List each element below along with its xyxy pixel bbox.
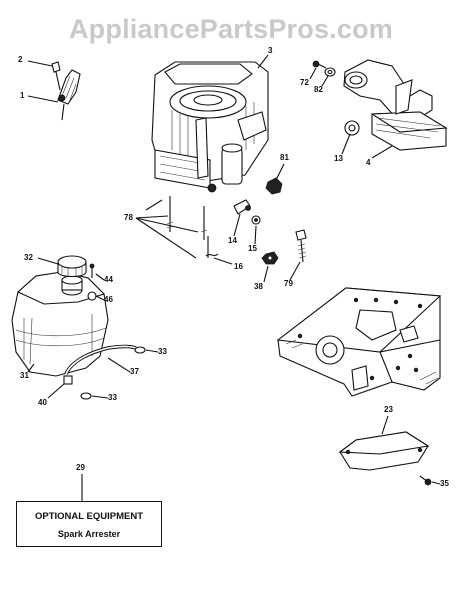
callout-72: 72 xyxy=(300,78,309,87)
callout-40: 40 xyxy=(38,398,47,407)
throttle-control-part xyxy=(51,61,81,121)
callout-33-upper: 33 xyxy=(158,347,167,356)
callout-29: 29 xyxy=(76,463,85,472)
nut-81-part xyxy=(265,177,283,195)
callout-35: 35 xyxy=(440,479,449,488)
leader-40 xyxy=(47,383,65,399)
leader-3 xyxy=(257,54,269,69)
filter-40-part xyxy=(63,375,73,385)
callout-31: 31 xyxy=(20,371,29,380)
leader-2 xyxy=(27,60,53,67)
leader-78c xyxy=(135,217,197,259)
callout-2: 2 xyxy=(18,55,23,64)
callout-23: 23 xyxy=(384,405,393,414)
leader-1 xyxy=(27,95,59,103)
leader-38 xyxy=(263,265,269,283)
leader-15 xyxy=(254,225,257,245)
leader-33a xyxy=(145,349,159,353)
callout-82: 82 xyxy=(314,85,323,94)
clamp-33b-part xyxy=(80,392,92,400)
bracket-44-part xyxy=(89,263,95,278)
nut-38-part xyxy=(261,251,279,265)
callout-81: 81 xyxy=(280,153,289,162)
leader-13 xyxy=(341,133,351,155)
muffler-part xyxy=(343,59,448,151)
leader-31 xyxy=(27,363,35,373)
callout-38: 38 xyxy=(254,282,263,291)
leader-44 xyxy=(95,273,105,281)
leader-79 xyxy=(289,261,301,281)
spring-16-part xyxy=(205,253,219,257)
leader-33b xyxy=(91,395,109,399)
optional-equipment-title: OPTIONAL EQUIPMENT xyxy=(34,511,144,522)
callout-33-lower: 33 xyxy=(108,393,117,402)
callout-1: 1 xyxy=(20,91,25,100)
callout-3: 3 xyxy=(268,46,273,55)
heat-shield-part xyxy=(338,431,430,471)
bolts-78-part xyxy=(166,196,209,258)
callout-46: 46 xyxy=(104,295,113,304)
callout-16: 16 xyxy=(234,262,243,271)
leader-23 xyxy=(381,415,389,435)
spacer-14-part xyxy=(233,199,251,215)
leader-37 xyxy=(107,357,131,373)
leader-32 xyxy=(37,257,59,265)
screw-35-part xyxy=(419,475,432,486)
bolt-72-part xyxy=(312,60,327,69)
callout-4: 4 xyxy=(366,158,371,167)
leader-14 xyxy=(233,213,241,237)
callout-79: 79 xyxy=(284,279,293,288)
callout-37: 37 xyxy=(130,367,139,376)
engine-part xyxy=(151,61,269,193)
gasket-82-part xyxy=(324,67,336,77)
leader-4 xyxy=(371,145,393,159)
optional-equipment-subtitle: Spark Arrester xyxy=(57,529,121,539)
optional-equipment-box: OPTIONAL EQUIPMENT Spark Arrester xyxy=(16,501,162,547)
callout-32: 32 xyxy=(24,253,33,262)
callout-44: 44 xyxy=(104,275,113,284)
clamp-33a-part xyxy=(134,346,146,354)
callout-14: 14 xyxy=(228,236,237,245)
callout-15: 15 xyxy=(248,244,257,253)
callout-13: 13 xyxy=(334,154,343,163)
watermark: AppliancePartsPros.com xyxy=(68,14,393,44)
leader-46 xyxy=(95,295,105,301)
leader-78d xyxy=(145,199,163,211)
leader-82 xyxy=(321,75,329,87)
leader-81 xyxy=(275,163,285,181)
leader-72 xyxy=(309,67,317,80)
clip-46-part xyxy=(87,291,97,301)
frame-plate-part xyxy=(276,287,442,397)
washer-15-part xyxy=(251,215,261,225)
leader-78b xyxy=(135,217,199,233)
fuel-cap-part xyxy=(57,255,87,278)
leader-16 xyxy=(213,257,233,265)
leader-35 xyxy=(431,481,441,485)
fuel-tank-part xyxy=(11,271,109,377)
bolt-79-part xyxy=(295,229,307,263)
callout-78: 78 xyxy=(124,213,133,222)
leader-78a xyxy=(135,215,169,219)
